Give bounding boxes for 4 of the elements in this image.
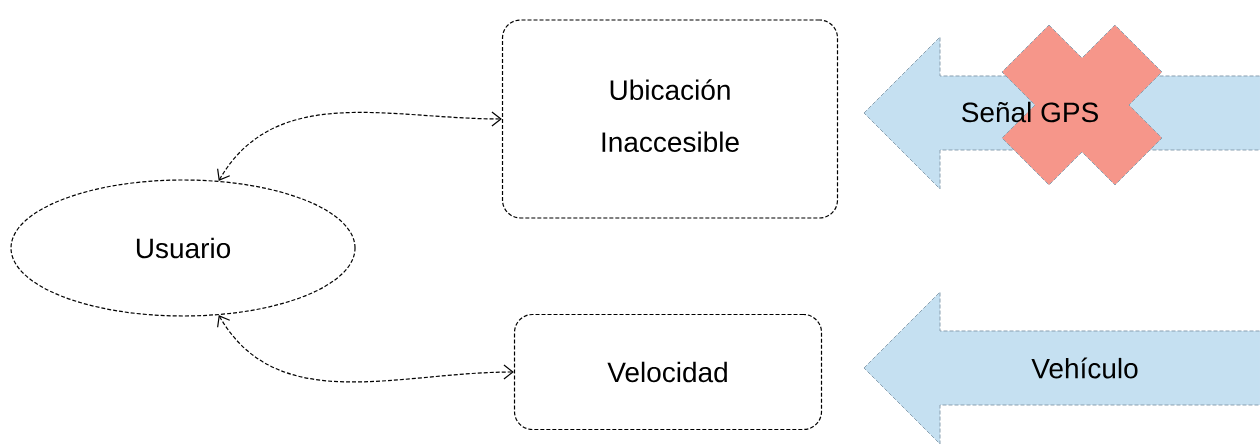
rounded-box: Velocidad — [513, 313, 823, 431]
arrow — [217, 111, 502, 181]
arrow — [217, 315, 514, 383]
rounded-box: Ubicación Inaccesible — [501, 19, 839, 219]
